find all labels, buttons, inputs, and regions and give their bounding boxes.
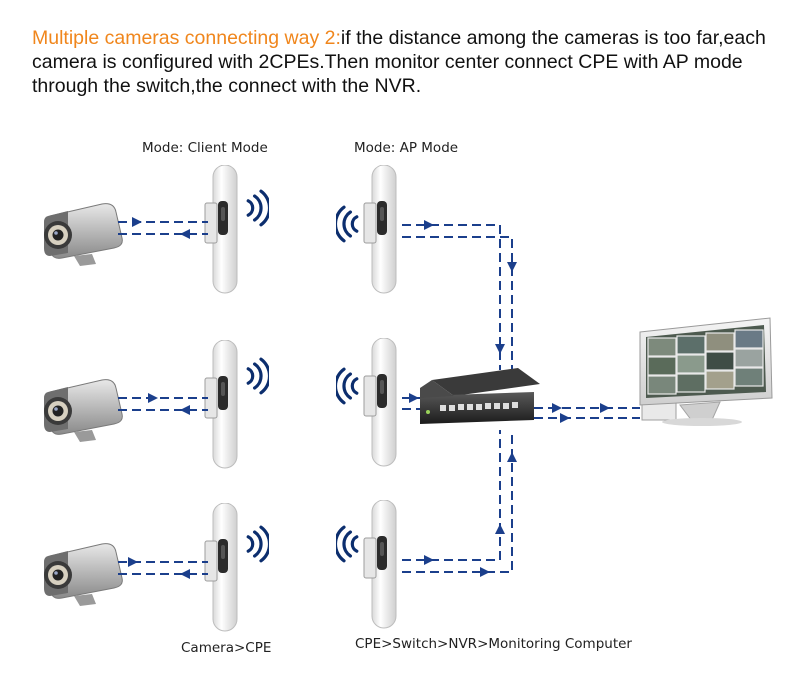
ap-signal-icon-1	[336, 205, 359, 243]
ap-signal-icon-2	[336, 367, 359, 405]
description-text: Multiple cameras connecting way 2:if the…	[32, 26, 772, 98]
monitor-screen-grid	[647, 329, 764, 395]
client-signal-icon-3	[246, 525, 269, 563]
client-cpe-3	[204, 503, 238, 632]
client-mode-label: Mode: Client Mode	[142, 140, 268, 156]
ap-cpe-2	[363, 338, 397, 467]
monitor-link-arrows	[552, 403, 610, 423]
ap-mode-label: Mode: AP Mode	[354, 140, 459, 156]
description-body: if the distance among the cameras is too…	[32, 27, 766, 97]
network-switch	[420, 368, 540, 424]
camera-2	[43, 379, 123, 443]
ap-link-arrows	[409, 220, 517, 577]
ap-links	[402, 224, 513, 573]
switch-ports	[440, 402, 518, 411]
description-highlight: Multiple cameras connecting way 2:	[32, 27, 341, 49]
monitoring-computer	[639, 317, 773, 426]
cpe-chain-label: CPE>Switch>NVR>Monitoring Computer	[355, 636, 632, 652]
monitor-links	[534, 407, 640, 419]
ap-signal-icon-3	[336, 525, 359, 563]
ap-cpe-1	[363, 165, 397, 294]
client-signal-icon-2	[246, 357, 269, 395]
camera-links	[118, 221, 208, 575]
client-signal-icon-1	[246, 189, 269, 227]
ap-cpe-3	[363, 500, 397, 629]
camera-cpe-label: Camera>CPE	[181, 640, 272, 656]
client-cpe-2	[204, 340, 238, 469]
camera-3	[43, 543, 123, 607]
camera-1	[43, 203, 123, 267]
camera-link-arrows	[128, 217, 190, 579]
client-cpe-1	[204, 165, 238, 294]
